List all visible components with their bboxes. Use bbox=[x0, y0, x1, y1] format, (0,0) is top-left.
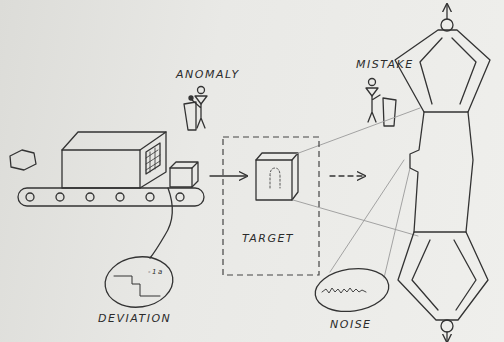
stick-figure bbox=[184, 87, 207, 131]
machine-box bbox=[62, 132, 166, 188]
node-text: NOISE bbox=[330, 318, 372, 331]
conveyor-belt bbox=[18, 188, 204, 206]
node-heading: DEVIATION bbox=[98, 312, 171, 325]
noise-callout: NOISE bbox=[314, 268, 390, 312]
dashed-frame bbox=[223, 137, 319, 275]
presenter-label: ANOMALY bbox=[176, 68, 240, 81]
target-object bbox=[256, 153, 298, 200]
node-text: -1a bbox=[148, 268, 164, 276]
flow-arrow bbox=[330, 175, 364, 176]
outline bbox=[314, 268, 390, 312]
perspective-lines bbox=[293, 108, 420, 278]
presenter-label: MISTAKE bbox=[356, 58, 414, 71]
flow-arrow bbox=[210, 175, 246, 176]
leader-line bbox=[150, 188, 172, 258]
callout-oval bbox=[312, 264, 391, 316]
deviation-callout: -1aDEVIATION bbox=[104, 256, 174, 308]
product-box bbox=[170, 162, 198, 187]
callout-oval bbox=[102, 253, 176, 312]
node-text: TARGET bbox=[242, 232, 294, 245]
noise-signal bbox=[322, 288, 366, 293]
rock bbox=[10, 150, 36, 170]
outline bbox=[222, 136, 320, 276]
gripper-part bbox=[395, 5, 490, 341]
target-frame: TARGET bbox=[222, 136, 320, 276]
deviation-profile bbox=[114, 276, 160, 296]
conveyor-wheels bbox=[26, 193, 184, 201]
outline bbox=[104, 256, 174, 308]
